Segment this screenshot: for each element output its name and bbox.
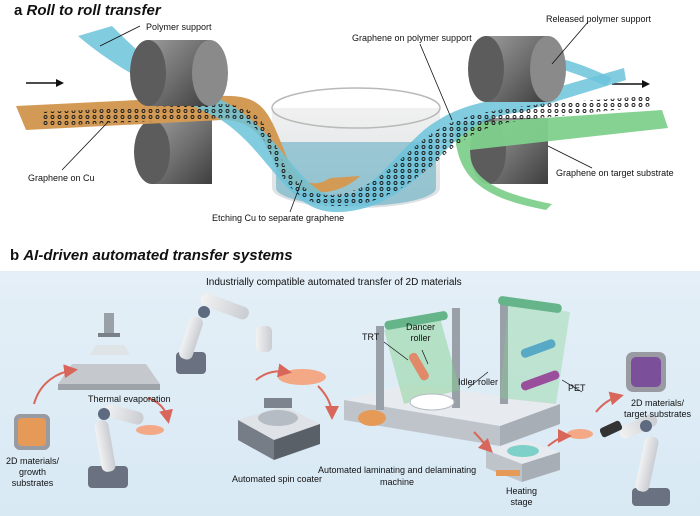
label-lam-line1: Automated laminating and delaminating	[318, 465, 477, 475]
input-arrow	[26, 79, 64, 87]
panel-b-subtitle: Industrially compatible automated transf…	[206, 277, 462, 288]
growth-substrate-wafer	[14, 414, 50, 450]
label-graphene-on-polymer: Graphene on polymer support	[352, 33, 472, 43]
label-heating-stage: Heating stage	[506, 486, 537, 508]
roll-to-roll-diagram	[16, 21, 668, 213]
process-arrows	[33, 363, 624, 453]
label-pet: PET	[568, 383, 586, 393]
label-released-polymer: Released polymer support	[546, 14, 652, 24]
panel-b-letter: b	[10, 247, 20, 264]
graphene-lattice	[40, 96, 652, 206]
leader-lines	[61, 21, 593, 213]
target-substrate	[454, 110, 668, 210]
label-lam-line2: machine	[380, 477, 415, 487]
thermal-evaporator	[58, 313, 160, 390]
heating-stage	[486, 440, 560, 482]
label-dancer-line1: Dancer	[406, 322, 436, 332]
panel-a-title: a Roll to roll transfer	[14, 2, 161, 19]
target-substrate-wafer	[626, 352, 666, 392]
top-left-roller	[130, 40, 228, 106]
label-thermal-evaporation: Thermal evaporation	[88, 394, 171, 404]
label-growth-substrates: 2D materials/ growth substrates	[6, 456, 59, 489]
laminating-machine	[344, 296, 570, 446]
label-dancer-line2: roller	[410, 333, 431, 343]
label-etching: Etching Cu to separate graphene	[212, 213, 345, 223]
robot-arm-right	[567, 414, 670, 506]
panel-b-heading: AI-driven automated transfer systems	[23, 247, 293, 264]
panel-a-letter: a	[14, 2, 23, 19]
robot-arm-left	[88, 404, 164, 488]
label-heating-line1: Heating	[506, 486, 538, 496]
label-target-line2: target substrates	[624, 409, 692, 419]
top-right-roller	[468, 36, 566, 102]
output-arrow	[612, 80, 650, 88]
spin-coater	[238, 398, 320, 460]
label-target-substrates: 2D materials/ target substrates	[624, 398, 691, 420]
label-growth-line3: substrates	[11, 478, 54, 488]
label-trt: TRT	[362, 332, 380, 342]
panel-a-heading: Roll to roll transfer	[26, 2, 161, 19]
label-idler-roller: Idler roller	[458, 377, 499, 387]
panel-b-leader-lines	[383, 341, 583, 393]
label-laminating-machine: Automated laminating and delaminating ma…	[318, 464, 476, 488]
panel-b-title: b AI-driven automated transfer systems	[10, 247, 293, 264]
robot-arm-center	[176, 293, 326, 385]
label-graphene-on-cu: Graphene on Cu	[28, 173, 95, 183]
label-target-line1: 2D materials/	[631, 398, 685, 408]
label-growth-line2: growth	[19, 467, 47, 477]
label-dancer-roller: Dancer roller	[406, 322, 435, 344]
label-heating-line2: stage	[510, 497, 533, 507]
label-graphene-on-target: Graphene on target substrate	[556, 168, 674, 178]
label-polymer-support: Polymer support	[146, 22, 212, 32]
label-growth-line1: 2D materials/	[6, 456, 60, 466]
label-spin-coater: Automated spin coater	[232, 474, 323, 484]
bottom-left-roller	[134, 120, 212, 184]
